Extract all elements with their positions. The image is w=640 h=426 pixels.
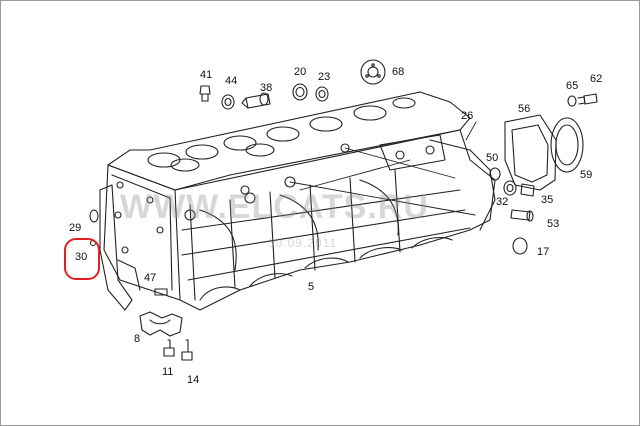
label-65[interactable]: 65 <box>566 80 579 92</box>
part-38-nozzle <box>241 92 271 109</box>
label-11[interactable]: 11 <box>162 366 174 378</box>
label-8[interactable]: 8 <box>134 333 141 345</box>
label-23[interactable]: 23 <box>318 71 331 83</box>
part-41-plug <box>199 85 211 102</box>
label-47[interactable]: 47 <box>144 272 157 284</box>
label-53[interactable]: 53 <box>547 218 560 230</box>
part-20-sleeve <box>292 83 308 101</box>
watermark-site: WWW.ELCATS.RU <box>120 188 429 226</box>
label-20[interactable]: 20 <box>294 66 307 78</box>
part-47-dowel <box>154 288 168 296</box>
label-38[interactable]: 38 <box>260 82 273 94</box>
part-59-seal-ring <box>550 117 584 173</box>
label-68[interactable]: 68 <box>392 66 405 78</box>
part-68-cover <box>360 59 386 85</box>
label-5[interactable]: 5 <box>308 281 315 293</box>
label-56[interactable]: 56 <box>518 103 531 115</box>
label-50[interactable]: 50 <box>486 152 499 164</box>
label-32[interactable]: 32 <box>496 196 509 208</box>
label-41[interactable]: 41 <box>200 69 213 81</box>
label-30[interactable]: 30 <box>75 251 88 263</box>
leader-lines <box>289 121 477 216</box>
label-62[interactable]: 62 <box>590 73 603 85</box>
label-17[interactable]: 17 <box>537 246 550 258</box>
part-11-bolt <box>163 339 175 357</box>
part-62-bolt <box>577 93 598 105</box>
part-17-plug <box>512 237 528 255</box>
part-53-stud <box>510 209 534 222</box>
watermark-date: 30.09.2011 <box>268 236 338 250</box>
part-65-washer <box>567 95 577 107</box>
highlight-part-30 <box>64 238 100 280</box>
part-32-ring <box>503 180 517 196</box>
part-23-ring <box>315 86 329 102</box>
part-56-seal-carrier <box>504 114 557 191</box>
part-8-bearing-cap <box>139 311 183 337</box>
label-35[interactable]: 35 <box>541 194 554 206</box>
part-44-ring <box>221 94 235 110</box>
label-14[interactable]: 14 <box>187 374 200 386</box>
label-59[interactable]: 59 <box>580 169 593 181</box>
label-26[interactable]: 26 <box>461 110 474 122</box>
part-29-plug <box>89 209 99 223</box>
part-50-plug <box>489 167 501 181</box>
part-35-plug <box>520 183 535 197</box>
label-44[interactable]: 44 <box>225 75 238 87</box>
part-14-bolt <box>181 339 193 361</box>
label-29[interactable]: 29 <box>69 222 82 234</box>
